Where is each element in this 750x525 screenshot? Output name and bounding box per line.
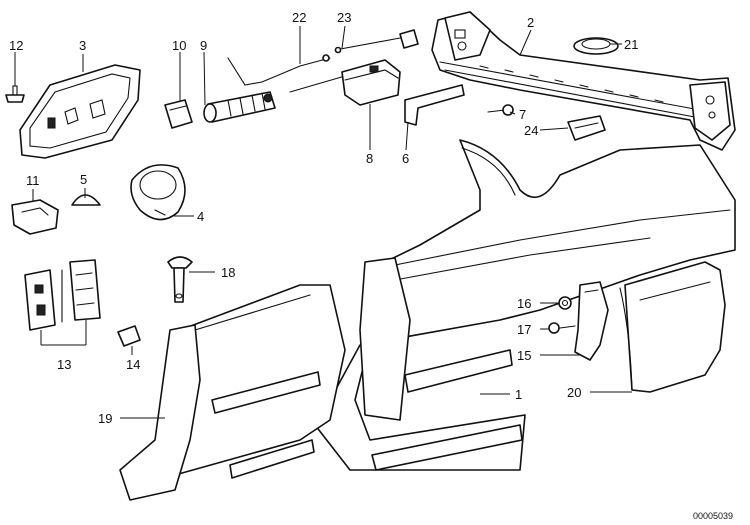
part-8-actuator — [289, 59, 401, 106]
part-16-clip — [558, 296, 572, 310]
callout-17: 17 — [517, 322, 531, 337]
part-20-fender — [619, 261, 726, 393]
callout-8: 8 — [366, 151, 373, 166]
part-13-brackets — [24, 259, 101, 331]
part-18-pin — [167, 256, 193, 303]
callout-9: 9 — [200, 38, 207, 53]
part-22-rod — [227, 54, 331, 86]
part-17-screw — [548, 322, 576, 334]
callout-15: 15 — [517, 348, 531, 363]
part-15-splash-guard — [574, 281, 609, 361]
part-24-clip — [567, 115, 606, 141]
part-11-holder — [11, 199, 59, 235]
callout-23: 23 — [337, 10, 351, 25]
part-23-cable — [334, 29, 419, 54]
callout-11: 11 — [26, 173, 40, 188]
callout-1: 1 — [515, 387, 522, 402]
callout-18: 18 — [221, 265, 235, 280]
part-10-clip — [164, 99, 193, 129]
leader-lines — [14, 25, 632, 419]
callout-22: 22 — [292, 10, 306, 25]
callout-16: 16 — [517, 296, 531, 311]
callout-19: 19 — [98, 411, 112, 426]
part-4-boot — [130, 164, 186, 221]
part-12-screw — [5, 85, 25, 103]
part-21-grommet — [573, 37, 619, 55]
part-14-clip — [117, 325, 141, 347]
callout-12: 12 — [9, 38, 23, 53]
part-1-side-panel — [314, 139, 736, 471]
part-3-handle-cover — [19, 64, 141, 159]
part-2-rear-panel — [431, 11, 736, 151]
part-9-lock-cylinder — [203, 91, 276, 123]
part-5-cap — [71, 194, 101, 206]
callout-labels: 12 3 10 9 22 23 2 21 7 24 8 6 11 5 4 18 … — [9, 10, 733, 521]
callout-14: 14 — [126, 357, 140, 372]
part-7-screw — [487, 104, 514, 116]
callout-5: 5 — [80, 172, 87, 187]
callout-24: 24 — [524, 123, 538, 138]
callout-7: 7 — [519, 107, 526, 122]
part-6-bracket — [404, 84, 465, 126]
callout-10: 10 — [172, 38, 186, 53]
callout-21: 21 — [624, 37, 638, 52]
callout-13: 13 — [57, 357, 71, 372]
callout-2: 2 — [527, 15, 534, 30]
drawing-code: 00005039 — [693, 511, 733, 521]
callout-20: 20 — [567, 385, 581, 400]
part-19-door-section — [119, 284, 346, 501]
callout-3: 3 — [79, 38, 86, 53]
callout-6: 6 — [402, 151, 409, 166]
callout-4: 4 — [197, 209, 204, 224]
